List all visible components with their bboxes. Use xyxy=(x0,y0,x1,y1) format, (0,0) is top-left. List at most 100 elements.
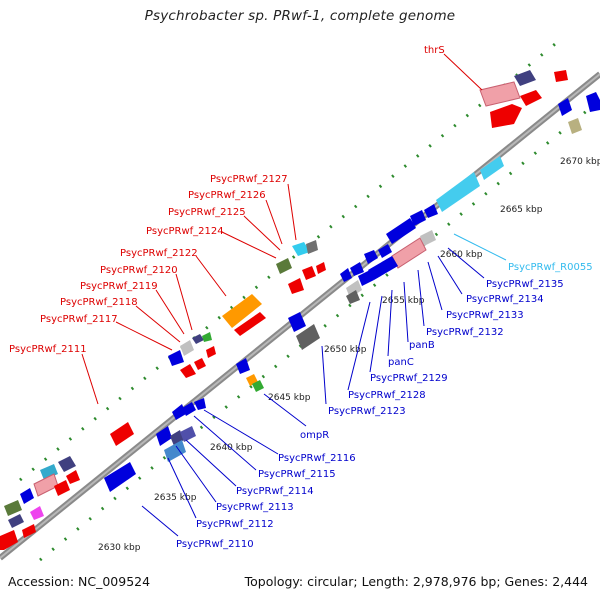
gene-arrow[interactable] xyxy=(8,514,24,528)
gene-arrow[interactable] xyxy=(288,312,306,332)
gene-arrow[interactable] xyxy=(292,242,310,256)
gene-arrow[interactable] xyxy=(520,90,542,106)
gene-arrow[interactable] xyxy=(391,237,427,269)
gene-arrow[interactable] xyxy=(110,422,134,446)
gene-label-forward[interactable]: PsycPRwf_2117 xyxy=(40,314,118,325)
gene-arrow[interactable] xyxy=(410,210,426,226)
gene-arrow[interactable] xyxy=(346,280,362,298)
gene-arrow[interactable] xyxy=(180,340,194,356)
gene-arrow[interactable] xyxy=(358,270,374,286)
gene-arrow[interactable] xyxy=(386,218,416,244)
leader-line xyxy=(195,255,227,297)
gene-label-forward[interactable]: thrS xyxy=(424,45,445,56)
gene-arrow[interactable] xyxy=(182,402,196,416)
gene-arrow[interactable] xyxy=(436,172,480,212)
gene-arrow[interactable] xyxy=(420,230,436,246)
gene-arrow[interactable] xyxy=(20,488,34,504)
gene-arrow[interactable] xyxy=(350,262,364,276)
gene-arrow[interactable] xyxy=(480,156,504,180)
gene-arrow[interactable] xyxy=(104,462,136,492)
gene-arrow[interactable] xyxy=(206,346,216,358)
gene-label-forward[interactable]: PsycPRwf_2119 xyxy=(80,281,158,292)
gene-label-reverse[interactable]: PsycPRwf_2129 xyxy=(370,373,448,384)
gene-label-reverse[interactable]: PsycPRwf_2110 xyxy=(176,539,254,550)
gene-arrow[interactable] xyxy=(306,240,318,254)
gene-arrow[interactable] xyxy=(202,332,212,342)
gene-arrow[interactable] xyxy=(252,380,264,392)
gene-arrow[interactable] xyxy=(424,204,438,218)
leader-line xyxy=(81,353,99,405)
gene-arrow[interactable] xyxy=(378,244,392,258)
gene-label-reverse[interactable]: panB xyxy=(409,340,435,351)
gene-arrow[interactable] xyxy=(194,358,206,370)
gene-label-reverse[interactable]: PsycPRwf_2112 xyxy=(196,519,274,530)
gene-arrow[interactable] xyxy=(368,256,398,280)
gene-label-rna[interactable]: PsycPRwf_R0055 xyxy=(508,262,593,273)
gene-arrow[interactable] xyxy=(194,398,206,410)
gene-arrow[interactable] xyxy=(222,294,262,328)
gene-arrow[interactable] xyxy=(558,98,572,116)
leader-line xyxy=(175,273,193,331)
gene-arrow[interactable] xyxy=(58,456,76,472)
tick-label: 2650 kbp xyxy=(324,345,367,355)
gene-label-reverse[interactable]: ompR xyxy=(300,430,329,441)
leader-line xyxy=(265,199,283,245)
gene-label-forward[interactable]: PsycPRwf_2120 xyxy=(100,265,178,276)
gene-label-reverse[interactable]: PsycPRwf_2115 xyxy=(258,469,336,480)
gene-label-forward[interactable]: PsycPRwf_2125 xyxy=(168,207,246,218)
leader-line xyxy=(321,345,327,405)
gene-arrow[interactable] xyxy=(364,250,378,264)
tick-label: 2635 kbp xyxy=(154,493,197,503)
gene-arrow[interactable] xyxy=(514,70,536,86)
gene-arrow[interactable] xyxy=(296,324,320,350)
gene-arrow[interactable] xyxy=(22,524,36,538)
gene-arrow[interactable] xyxy=(54,480,70,496)
gene-label-reverse[interactable]: PsycPRwf_2114 xyxy=(236,486,314,497)
gene-label-reverse[interactable]: panC xyxy=(388,357,414,368)
gene-arrow[interactable] xyxy=(568,118,582,134)
gene-label-forward[interactable]: PsycPRwf_2122 xyxy=(120,248,198,259)
gene-arrow[interactable] xyxy=(30,506,44,520)
gene-arrow[interactable] xyxy=(180,426,196,442)
gene-arrow[interactable] xyxy=(346,290,360,304)
gene-arrow[interactable] xyxy=(164,440,186,462)
gene-arrow[interactable] xyxy=(586,92,600,112)
gene-arrow[interactable] xyxy=(340,268,352,282)
gene-label-forward[interactable]: PsycPRwf_2127 xyxy=(210,174,288,185)
gene-arrow[interactable] xyxy=(302,266,316,280)
gene-label-forward[interactable]: PsycPRwf_2126 xyxy=(188,190,266,201)
leader-line xyxy=(453,233,507,261)
gene-arrow[interactable] xyxy=(192,334,204,344)
gene-label-reverse[interactable]: PsycPRwf_2134 xyxy=(466,294,544,305)
gene-arrow[interactable] xyxy=(490,104,522,128)
gene-label-reverse[interactable]: PsycPRwf_2133 xyxy=(446,310,524,321)
leader-line xyxy=(141,505,179,537)
gene-arrow[interactable] xyxy=(554,70,568,82)
gene-arrow[interactable] xyxy=(168,350,184,366)
gene-label-forward[interactable]: PsycPRwf_2111 xyxy=(9,344,87,355)
gene-arrow[interactable] xyxy=(276,258,292,274)
gene-arrow[interactable] xyxy=(236,358,250,374)
gene-arrow[interactable] xyxy=(234,312,266,336)
gene-arrow[interactable] xyxy=(40,464,58,480)
gene-label-reverse[interactable]: PsycPRwf_2123 xyxy=(328,406,406,417)
gene-arrow[interactable] xyxy=(316,262,326,274)
gene-label-reverse[interactable]: PsycPRwf_2135 xyxy=(486,279,564,290)
gene-arrow[interactable] xyxy=(4,500,22,516)
gene-label-reverse[interactable]: PsycPRwf_2128 xyxy=(348,390,426,401)
gene-label-reverse[interactable]: PsycPRwf_2132 xyxy=(426,327,504,338)
gene-arrow[interactable] xyxy=(479,81,521,107)
gene-arrow[interactable] xyxy=(180,364,196,378)
gene-label-forward[interactable]: PsycPRwf_2118 xyxy=(60,297,138,308)
leader-line xyxy=(135,305,181,343)
gene-arrow[interactable] xyxy=(156,426,172,446)
gene-arrow[interactable] xyxy=(0,530,18,550)
reverse-gene-labels: PsycPRwf_R0055 PsycPRwf_2135 PsycPRwf_21… xyxy=(141,233,593,550)
gene-arrow[interactable] xyxy=(288,278,304,294)
gene-label-reverse[interactable]: PsycPRwf_2116 xyxy=(278,453,356,464)
tick-label: 2645 kbp xyxy=(268,393,311,403)
gene-label-forward[interactable]: PsycPRwf_2124 xyxy=(146,226,224,237)
gene-label-reverse[interactable]: PsycPRwf_2113 xyxy=(216,502,294,513)
gene-arrow[interactable] xyxy=(66,470,80,484)
